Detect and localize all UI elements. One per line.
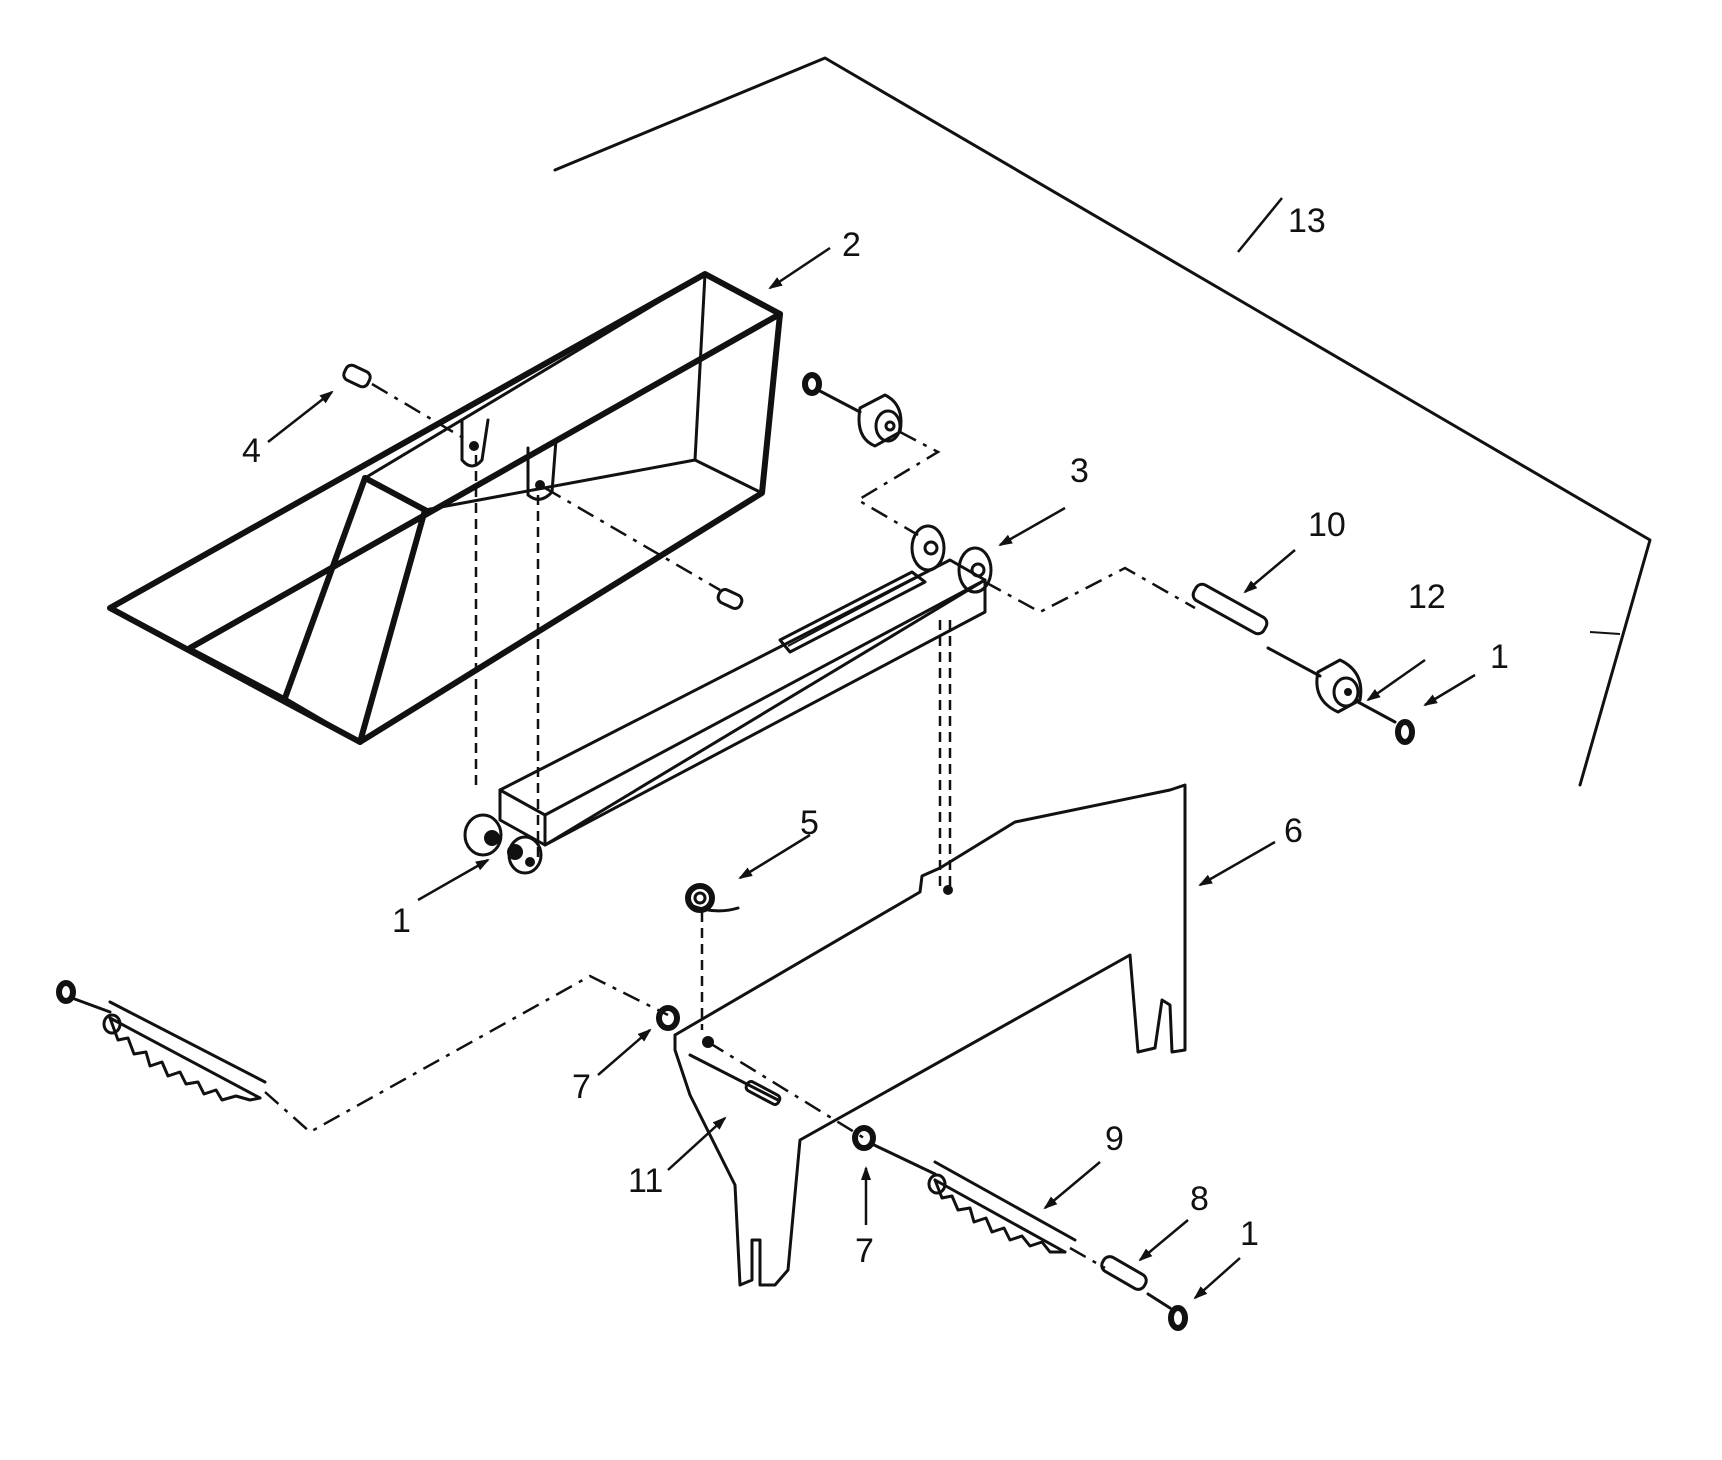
callout-5: 5 xyxy=(800,804,819,842)
callout-13: 13 xyxy=(1288,202,1326,240)
callout-8: 8 xyxy=(1190,1180,1209,1218)
callout-10: 10 xyxy=(1308,506,1346,544)
callout-7-bottom: 7 xyxy=(855,1232,874,1270)
guard-arm xyxy=(463,524,993,875)
callout-12: 12 xyxy=(1408,578,1446,616)
shaft-assembly-right xyxy=(984,566,1415,745)
spring-5 xyxy=(685,883,740,1030)
leader-13 xyxy=(1237,197,1283,253)
callout-2: 2 xyxy=(842,226,861,264)
spacer-upper xyxy=(802,372,941,537)
blade-guard xyxy=(107,271,783,745)
callout-1-left: 1 xyxy=(392,902,411,940)
callout-3: 3 xyxy=(1070,452,1089,490)
washer-7 xyxy=(656,1005,876,1151)
pin-4 xyxy=(342,363,744,610)
callout-7-left: 7 xyxy=(572,1068,591,1106)
assembly-bracket xyxy=(553,56,1652,787)
callout-9: 9 xyxy=(1105,1120,1124,1158)
support-plate xyxy=(673,783,1187,1287)
callout-11: 11 xyxy=(628,1162,663,1200)
anti-kickback-pawl-right xyxy=(870,1142,1188,1331)
anti-kickback-pawl-left xyxy=(56,974,669,1134)
callout-1-bottom: 1 xyxy=(1240,1215,1259,1253)
leader-arrows xyxy=(267,246,1476,1300)
callout-4: 4 xyxy=(242,432,261,470)
callout-1-right: 1 xyxy=(1490,638,1509,676)
callout-6: 6 xyxy=(1284,812,1303,850)
